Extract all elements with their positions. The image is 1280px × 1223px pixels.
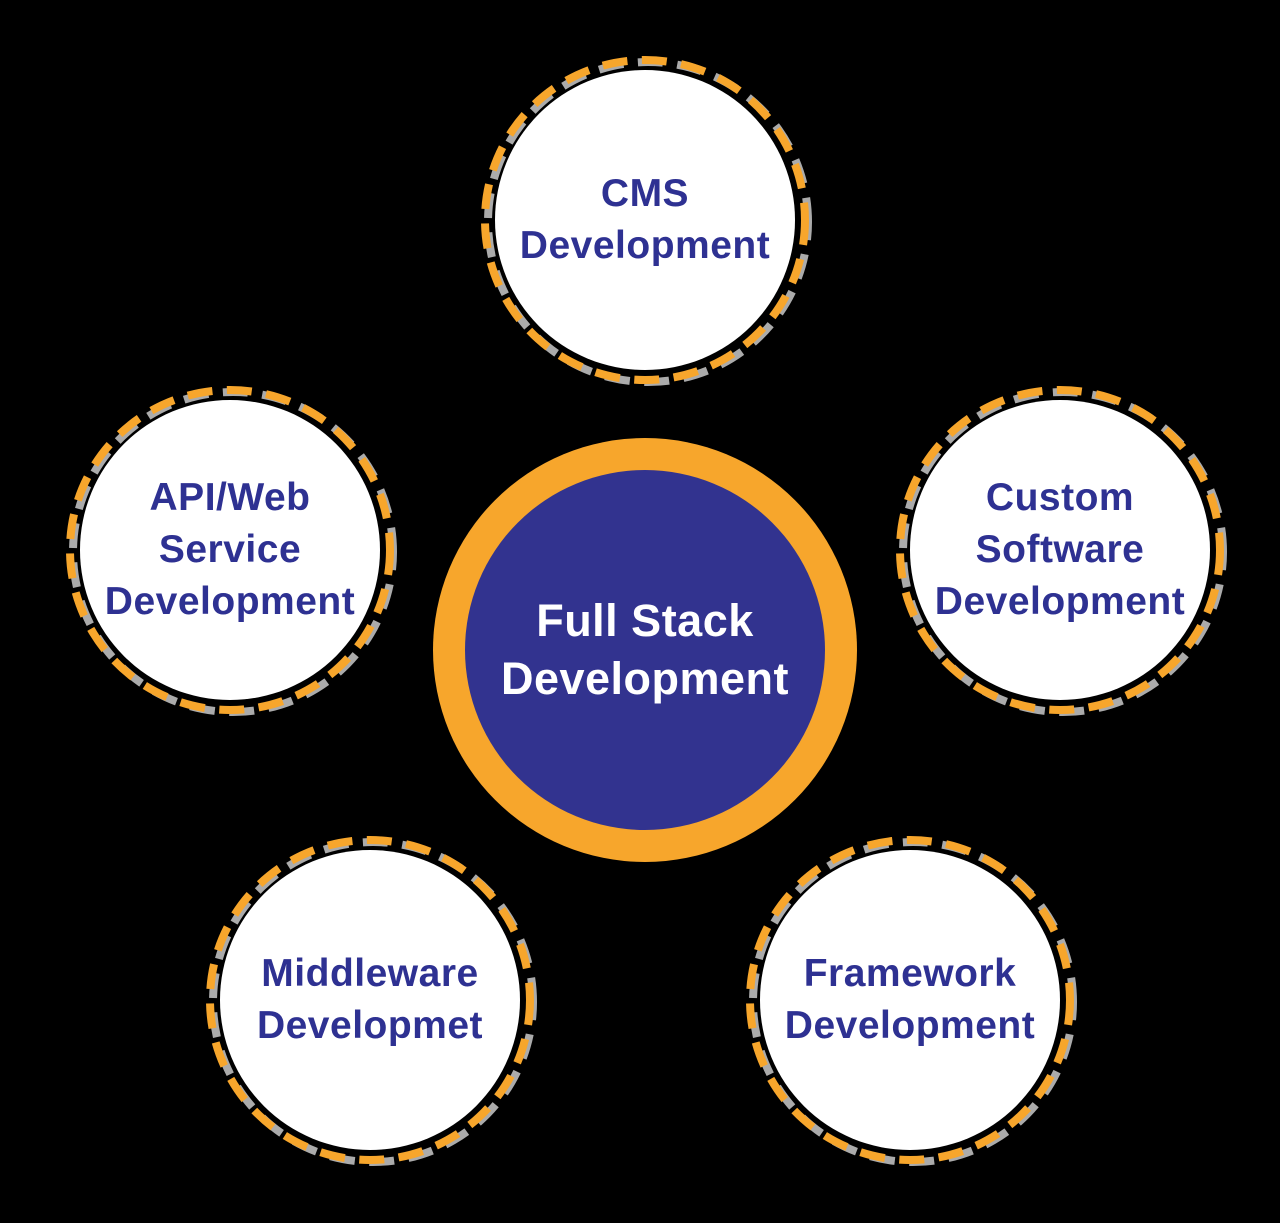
dashed-circle-graphic (481, 56, 812, 386)
node-full-stack-development-hub: Full Stack Development (425, 430, 865, 870)
node-cms-development: CMS Development (475, 50, 815, 390)
dashed-circle-graphic (896, 386, 1227, 716)
dashed-circle-graphic (66, 386, 397, 716)
hub-circle-graphic (433, 438, 857, 862)
node-framework-development: Framework Development (740, 830, 1080, 1170)
dashed-circle-graphic (746, 836, 1077, 1166)
node-api-web-service-development: API/Web Service Development (60, 380, 400, 720)
node-custom-software-development: Custom Software Development (890, 380, 1230, 720)
node-middleware-development: Middleware Developmet (200, 830, 540, 1170)
dashed-circle-graphic (206, 836, 537, 1166)
